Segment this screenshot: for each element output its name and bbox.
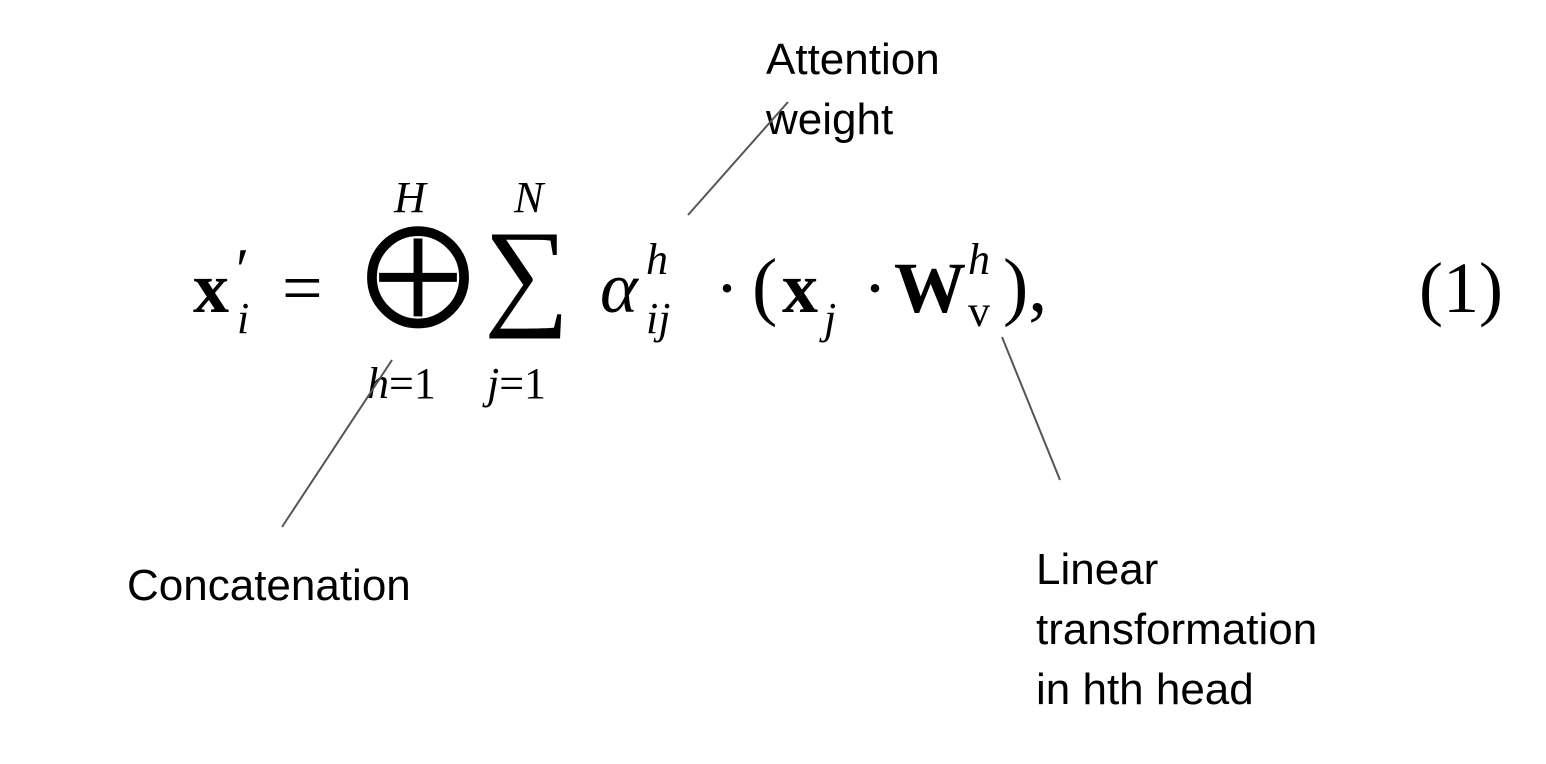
annotation-line: Linear <box>1036 545 1159 594</box>
eq-x: x <box>193 248 229 328</box>
eq-W-sup: h <box>968 235 990 284</box>
eq-alpha-sup: h <box>646 235 668 284</box>
eq-x-prime: x <box>193 252 229 324</box>
eq-equals: = <box>282 248 323 328</box>
sum-upper-limit: N <box>514 173 544 222</box>
eq-alpha: α <box>600 248 638 328</box>
oplus-icon: ⨁ <box>364 212 472 331</box>
leader-line-concatenation <box>281 359 393 528</box>
eq-prime-mark: ′ <box>236 237 250 303</box>
annotation-linear-transformation: Linear transformation in hth head <box>1036 540 1317 720</box>
eq-right-paren-comma: ), <box>1003 244 1048 328</box>
annotation-line: transformation <box>1036 605 1318 654</box>
leader-line-linear <box>1001 336 1061 481</box>
eq-xj: x <box>782 248 818 328</box>
sum-lower-rest: =1 <box>499 359 547 408</box>
annotation-line: Concatenation <box>127 561 411 610</box>
annotation-line: Attention <box>766 35 940 84</box>
eq-cdot-2: · <box>863 248 887 328</box>
leader-line-attention <box>687 101 789 216</box>
eq-sub-j: j <box>824 294 837 343</box>
equation-number: (1) <box>1419 248 1503 328</box>
oplus-lower-rest: =1 <box>389 359 436 408</box>
sum-icon: ∑ <box>484 206 570 339</box>
eq-left-paren: ( <box>752 244 778 328</box>
sum-lower-var: j <box>487 359 500 408</box>
annotation-concatenation: Concatenation <box>127 556 411 616</box>
annotation-line: in hth head <box>1036 665 1254 714</box>
eq-cdot-1: · <box>715 248 739 328</box>
sum-lower-limit: j=1 <box>487 362 546 406</box>
eq-W: W <box>894 248 966 328</box>
eq-sub-i: i <box>237 294 250 343</box>
oplus-upper-limit: H <box>394 173 426 222</box>
eq-W-sub: v <box>968 287 990 336</box>
eq-alpha-sub: ij <box>646 294 671 343</box>
